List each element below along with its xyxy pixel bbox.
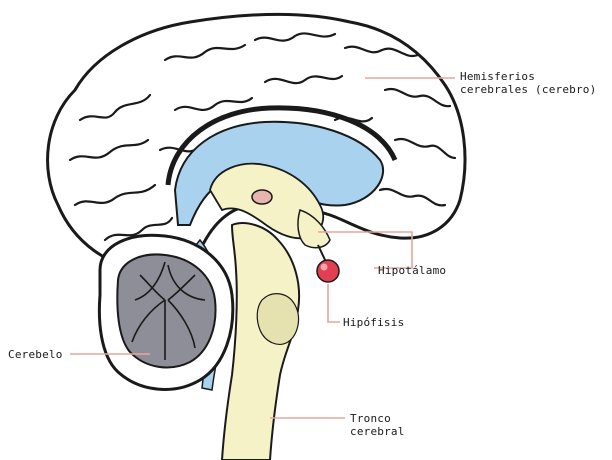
- leader-line-hipofisis: [328, 284, 340, 322]
- label-hemisferios: Hemisferios cerebrales (cerebro): [460, 70, 596, 96]
- label-tronco-line1: Tronco: [350, 412, 405, 425]
- label-hemisferios-line1: Hemisferios: [460, 70, 596, 83]
- pituitary-highlight: [321, 264, 328, 271]
- pituitary-gland: [317, 260, 339, 282]
- pineal-gland: [252, 190, 272, 204]
- label-tronco: Tronco cerebral: [350, 412, 405, 438]
- pons: [257, 294, 298, 345]
- label-hipotalamo: Hipotálamo: [378, 264, 446, 277]
- label-cerebelo: Cerebelo: [8, 348, 63, 361]
- label-hemisferios-line2: cerebrales (cerebro): [460, 83, 596, 96]
- label-hipofisis: Hipófisis: [343, 316, 404, 329]
- cerebellum: [99, 235, 232, 389]
- label-tronco-line2: cerebral: [350, 425, 405, 438]
